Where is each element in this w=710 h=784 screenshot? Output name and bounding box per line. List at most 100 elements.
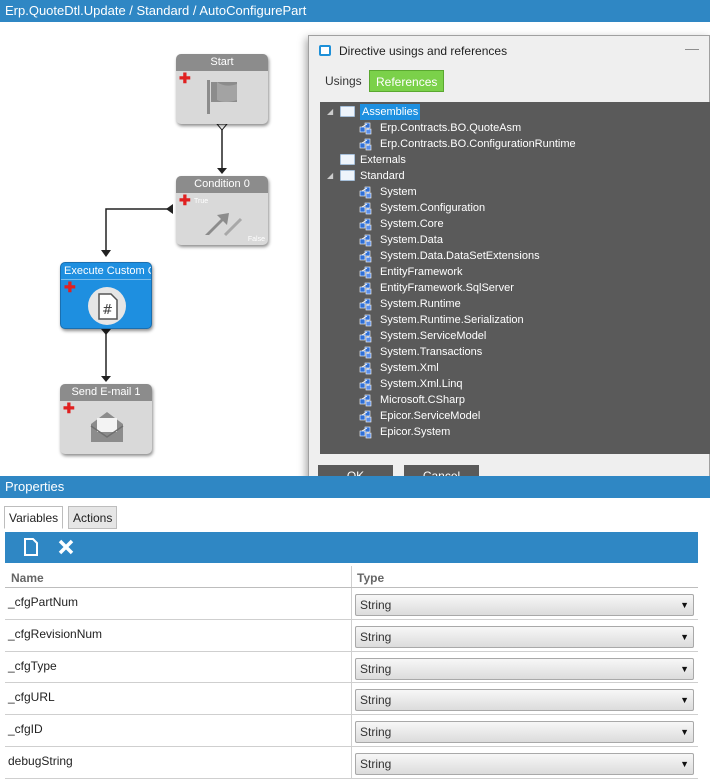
- connector-lines: [101, 123, 229, 382]
- tab-usings[interactable]: Usings: [325, 74, 362, 88]
- tree-item-label: System.Core: [380, 218, 444, 230]
- assembly-icon: [359, 185, 373, 199]
- execute-custom-code-node[interactable]: Execute Custom Co ✚ #: [60, 262, 152, 329]
- dropdown-arrow-icon[interactable]: ▼: [680, 663, 689, 674]
- expand-arrow-icon[interactable]: ◢: [327, 171, 334, 180]
- add-icon[interactable]: ✚: [63, 400, 75, 416]
- dropdown-arrow-icon[interactable]: ▼: [680, 758, 689, 769]
- tab-actions[interactable]: Actions: [68, 506, 118, 529]
- tree-item[interactable]: System.Data.DataSetExtensions: [320, 248, 710, 264]
- properties-panel: Properties Variables Actions Name Type _…: [0, 476, 710, 784]
- tree-item[interactable]: System.Xml.Linq: [320, 376, 710, 392]
- add-icon[interactable]: ✚: [179, 192, 191, 208]
- delete-icon[interactable]: [57, 538, 75, 556]
- type-dropdown-value: String: [360, 693, 392, 708]
- assembly-icon: [359, 377, 373, 391]
- dropdown-arrow-icon[interactable]: ▼: [680, 631, 689, 642]
- type-dropdown[interactable]: String ▼: [355, 752, 694, 775]
- type-dropdown[interactable]: String▼: [355, 594, 694, 616]
- variable-name: debugString: [8, 753, 73, 768]
- tree-item[interactable]: EntityFramework.SqlServer: [320, 280, 710, 296]
- dropdown-arrow-icon[interactable]: ▼: [680, 727, 689, 738]
- add-icon[interactable]: ✚: [64, 279, 76, 295]
- tree-item-label: System.Data: [380, 234, 443, 246]
- grid-header: Name Type: [5, 566, 698, 588]
- tree-group-externals[interactable]: Externals: [320, 152, 710, 168]
- variables-toolbar: [5, 532, 698, 563]
- condition-node[interactable]: Condition 0 ✚ True False: [176, 176, 268, 245]
- tree-item-label: System: [380, 186, 417, 198]
- assembly-icon: [359, 329, 373, 343]
- execute-node-label: Execute Custom Co: [61, 263, 151, 280]
- tree-item[interactable]: System.Configuration: [320, 200, 710, 216]
- tree-item[interactable]: System.Data: [320, 232, 710, 248]
- tab-references[interactable]: References: [369, 70, 445, 92]
- tree-item[interactable]: Erp.Contracts.BO.ConfigurationRuntime: [320, 136, 710, 152]
- type-dropdown[interactable]: String ▼: [355, 689, 694, 712]
- email-node-label: Send E-mail 1: [60, 384, 152, 401]
- tree-item[interactable]: System.ServiceModel: [320, 328, 710, 344]
- tree-item[interactable]: Microsoft.CSharp: [320, 392, 710, 408]
- svg-text:#: #: [102, 303, 113, 318]
- tree-item[interactable]: Epicor.ServiceModel: [320, 408, 710, 424]
- tree-item[interactable]: System.Xml: [320, 360, 710, 376]
- flag-icon: [207, 80, 237, 114]
- directive-references-dialog: Directive usings and references — Usings…: [308, 35, 710, 493]
- tree-item[interactable]: System.Runtime: [320, 296, 710, 312]
- table-row[interactable]: _cfgType String▼: [5, 651, 698, 684]
- table-row[interactable]: debugString String ▼: [5, 746, 698, 779]
- send-email-node[interactable]: Send E-mail 1 ✚: [60, 384, 152, 454]
- tree-group-standard[interactable]: ◢Standard: [320, 168, 710, 184]
- folder-icon: [340, 170, 355, 181]
- tree-item-label: System.Runtime.Serialization: [380, 314, 524, 326]
- type-dropdown[interactable]: String▼: [355, 721, 694, 744]
- tab-variables[interactable]: Variables: [4, 506, 64, 529]
- condition-node-label: Condition 0: [176, 176, 268, 193]
- tree-item-label: System.Runtime: [380, 298, 461, 310]
- minimize-button[interactable]: —: [685, 40, 699, 56]
- new-document-icon[interactable]: [23, 538, 39, 556]
- code-file-icon: #: [88, 287, 126, 325]
- type-dropdown-value: String: [360, 756, 392, 771]
- start-node[interactable]: Start ✚: [176, 54, 268, 124]
- dropdown-arrow-icon[interactable]: ▼: [680, 695, 689, 706]
- tree-item-label: System.Transactions: [380, 346, 483, 358]
- assembly-icon: [359, 233, 373, 247]
- type-dropdown-value: String: [360, 629, 392, 644]
- assembly-icon: [359, 313, 373, 327]
- assembly-icon: [359, 393, 373, 407]
- dialog-icon: [319, 45, 331, 56]
- assembly-icon: [359, 249, 373, 263]
- tree-item-label: Microsoft.CSharp: [380, 394, 465, 406]
- tree-item[interactable]: System: [320, 184, 710, 200]
- assembly-icon: [359, 121, 373, 135]
- envelope-icon: [90, 412, 124, 442]
- variable-name: _cfgType: [8, 658, 57, 673]
- tree-item[interactable]: Erp.Contracts.BO.QuoteAsm: [320, 120, 710, 136]
- assembly-icon: [359, 297, 373, 311]
- column-header-name[interactable]: Name: [11, 571, 44, 585]
- type-dropdown[interactable]: String▼: [355, 657, 694, 680]
- add-icon[interactable]: ✚: [179, 70, 191, 86]
- tree-item[interactable]: System.Core: [320, 216, 710, 232]
- tree-item[interactable]: System.Transactions: [320, 344, 710, 360]
- assembly-icon: [359, 409, 373, 423]
- tree-item-label: Erp.Contracts.BO.QuoteAsm: [380, 122, 522, 134]
- tree-group-assemblies[interactable]: ◢Assemblies: [320, 104, 710, 120]
- dropdown-arrow-icon[interactable]: ▼: [680, 600, 689, 610]
- tree-item-label: EntityFramework: [380, 266, 463, 278]
- expand-arrow-icon[interactable]: ◢: [327, 107, 334, 116]
- tree-item-label: Epicor.ServiceModel: [380, 410, 481, 422]
- tree-item[interactable]: EntityFramework: [320, 264, 710, 280]
- type-dropdown[interactable]: String ▼: [355, 625, 694, 648]
- tree-item[interactable]: Epicor.System: [320, 424, 710, 440]
- dialog-title: Directive usings and references: [339, 44, 508, 58]
- column-header-type[interactable]: Type: [357, 571, 385, 585]
- tree-item[interactable]: System.Runtime.Serialization: [320, 312, 710, 328]
